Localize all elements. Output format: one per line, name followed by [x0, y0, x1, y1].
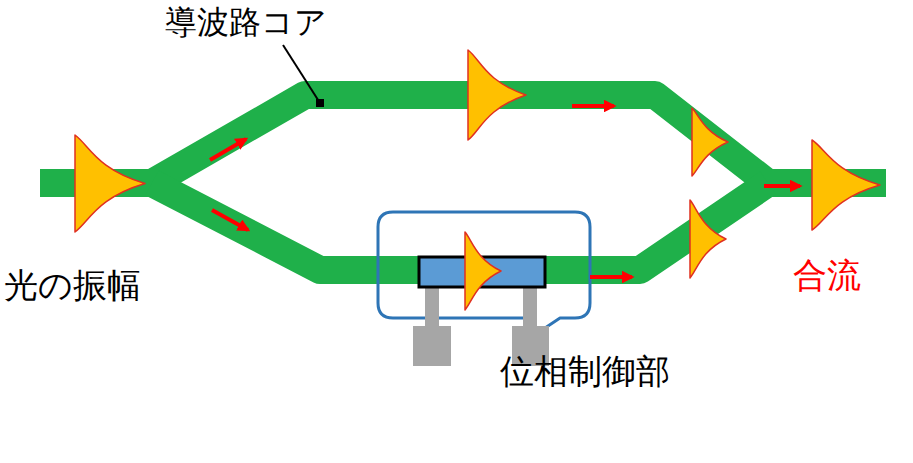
callout-bubble	[378, 212, 590, 346]
leader-dot	[316, 99, 324, 107]
callout-label: 位相制御部	[500, 352, 670, 391]
label-text: 合流	[793, 255, 861, 295]
pulse	[468, 50, 526, 140]
part-label: 導波路コア	[165, 4, 327, 41]
electrode-pad	[413, 326, 451, 366]
arrow	[590, 275, 632, 279]
pulse	[75, 135, 145, 232]
label-text: 位相制御部	[500, 351, 670, 391]
upper-arm	[40, 95, 886, 183]
arrow	[572, 104, 614, 108]
arrow	[210, 139, 246, 160]
leader-line	[283, 45, 320, 103]
merge-label: 合流	[793, 256, 861, 295]
arrow	[764, 184, 800, 188]
amplitude-label: 光の振幅	[4, 266, 141, 305]
light-pulses	[75, 50, 880, 310]
pulse	[812, 140, 880, 230]
waveguide-core	[40, 95, 886, 270]
pulse	[465, 232, 501, 310]
electrode-stem	[523, 288, 537, 328]
pulse	[690, 200, 726, 278]
pulse	[692, 108, 728, 176]
arrow	[212, 210, 248, 230]
label-text: 光の振幅	[4, 265, 141, 305]
propagation-arrows	[210, 106, 800, 277]
electrode-stem	[425, 288, 439, 328]
label-text: 導波路コア	[165, 3, 327, 41]
